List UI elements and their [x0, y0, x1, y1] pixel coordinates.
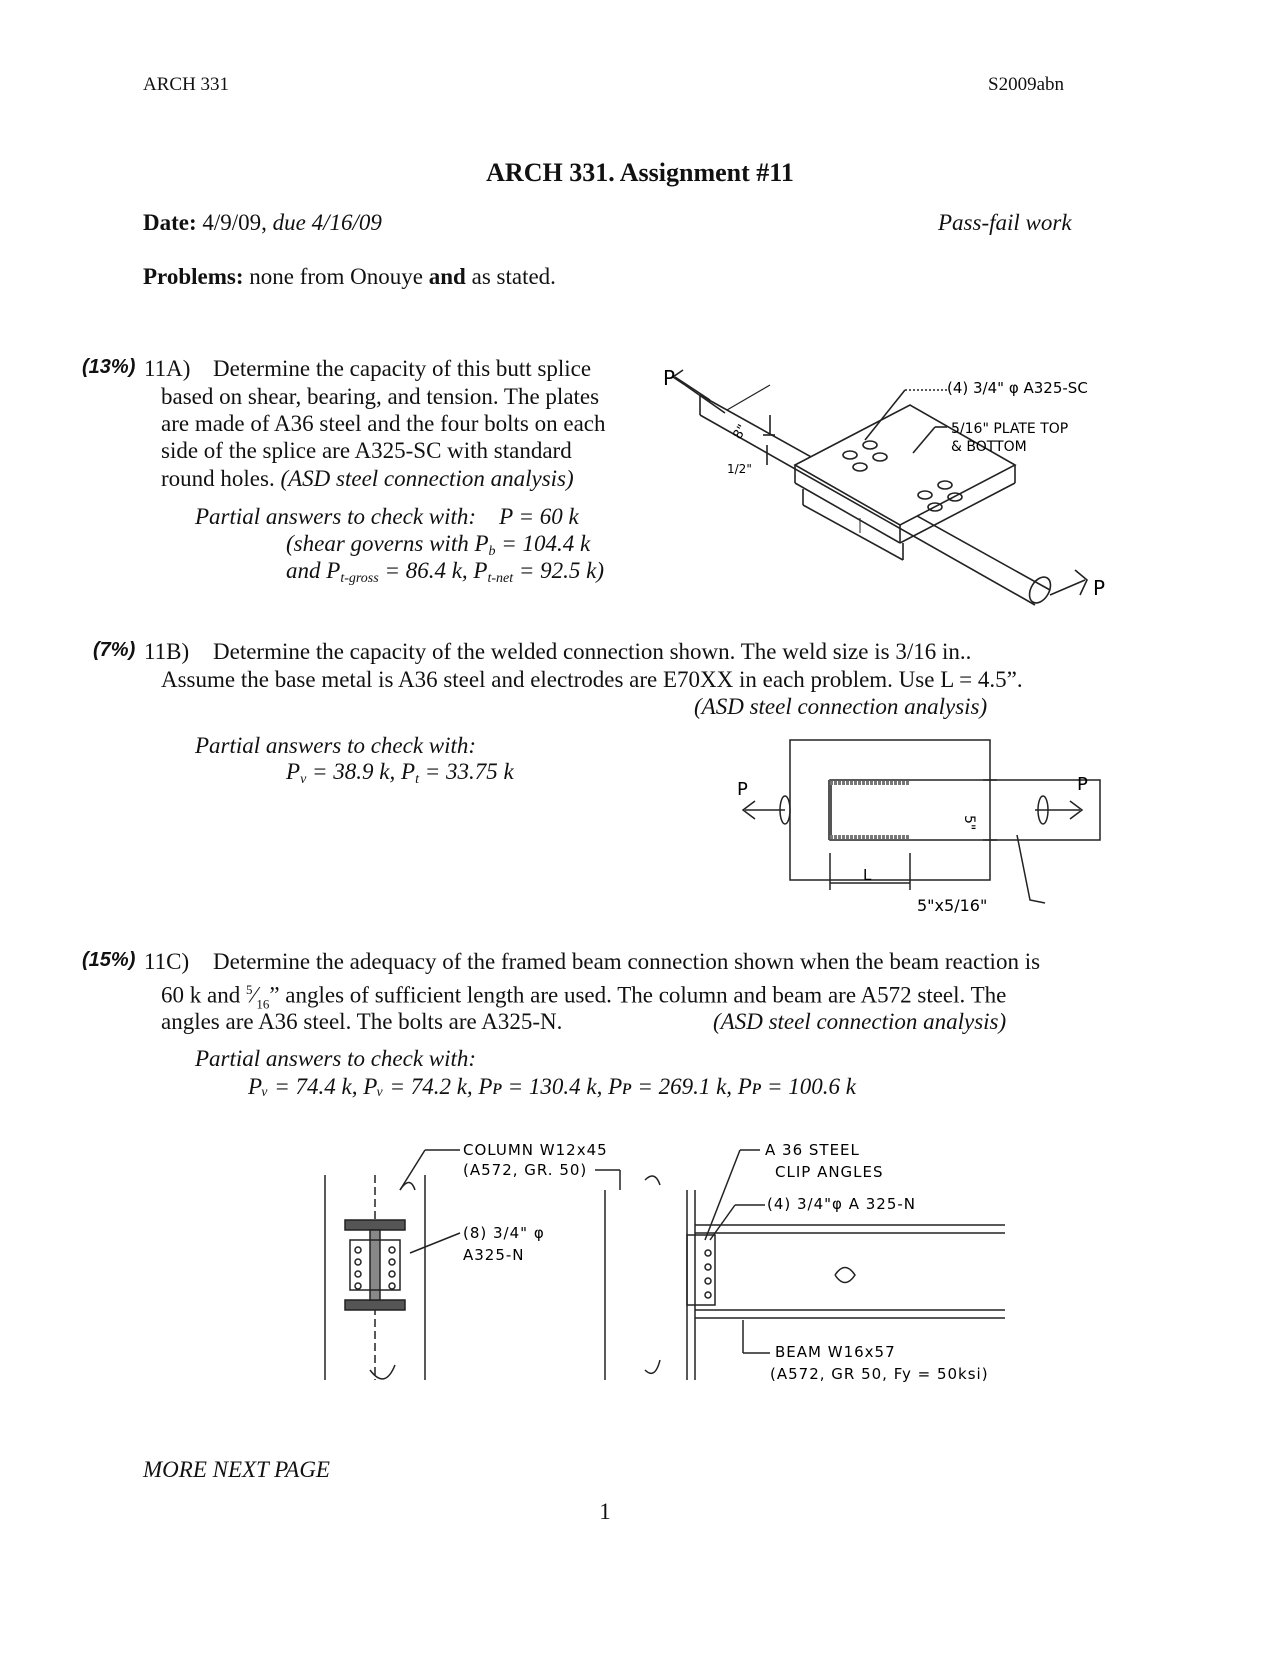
answers-11a-line2-sub: b	[488, 544, 496, 559]
problem-11c-line-2a: 60 k and	[161, 982, 241, 1008]
weight-11c: (15%)	[82, 949, 136, 971]
term-header: S2009abn	[988, 74, 1064, 95]
more-next-page: MORE NEXT PAGE	[143, 1457, 330, 1482]
answers-11a-line2-post: = 104.4 k	[495, 531, 591, 556]
fig-11c-beam-2: (A572, GR 50, Fy = 50ksi)	[770, 1365, 989, 1383]
problem-11b-id: 11B)	[144, 639, 190, 664]
fig-11b-p-right: P	[1077, 774, 1088, 795]
problem-11a-line-4: side of the splice are A325-SC with stan…	[161, 438, 572, 463]
problem-11c-line-3: angles are A36 steel. The bolts are A325…	[161, 1009, 563, 1034]
answers-11b-line: Pv = 38.9 k, Pt = 33.75 k	[286, 757, 514, 795]
fig-11c-angles-1: A 36 STEEL	[765, 1141, 860, 1159]
framed-beam-figure: COLUMN W12x45 (A572, GR. 50) (8) 3/4" φ …	[324, 1141, 1005, 1383]
fig-11c-column-2: (A572, GR. 50)	[463, 1161, 587, 1179]
problems-text-b: as stated.	[471, 264, 556, 289]
answers-11b-pv-val: = 38.9 k, P	[306, 759, 416, 784]
fig-11c-bolts8-2: A325-N	[463, 1246, 525, 1264]
frac-numerator: 5	[245, 982, 253, 997]
answers-11a-line-2: (shear governs with Pb = 104.4 k	[286, 529, 590, 567]
fig-11a-bolts-label: (4) 3/4" φ A325-SC	[947, 379, 1088, 397]
answers-11a-line3-post: = 92.5 k)	[513, 558, 605, 583]
fig-11a-plate-label-1: 5/16" PLATE TOP	[951, 421, 1068, 437]
problem-11c-method: (ASD steel connection analysis)	[713, 1009, 1007, 1034]
fig-11a-half: 1/2"	[727, 462, 752, 476]
fig-11c-bolts4: (4) 3/4"φ A 325-N	[767, 1195, 916, 1213]
answers-11b-intro: Partial answers to check with:	[195, 733, 477, 758]
problem-11a-line-1: Determine the capacity of this butt spli…	[213, 356, 592, 381]
problems-label: Problems:	[143, 264, 244, 289]
answers-11a-line3-sub2: t-net	[487, 571, 514, 586]
answers-11b-pt-sub: t	[415, 772, 419, 787]
due-date: due 4/16/09	[272, 210, 382, 235]
bar-bottom-edge	[699, 414, 1036, 606]
answers-11b-pv-sub: v	[300, 772, 307, 787]
page-number: 1	[599, 1499, 611, 1524]
weight-11a: (13%)	[82, 356, 136, 378]
problem-11a-line-2: based on shear, bearing, and tension. Th…	[161, 384, 600, 409]
grading-note: Pass-fail work	[938, 210, 1072, 235]
fig-11b-p-left: P	[737, 779, 748, 800]
fig-11c-angles-2: CLIP ANGLES	[775, 1163, 884, 1181]
problem-11a-method: (ASD steel connection analysis)	[280, 466, 574, 491]
answers-11a-line3-pre: and P	[286, 558, 341, 583]
problem-11c-line-2: 60 k and 5⁄16” angles of sufficient leng…	[161, 982, 1007, 1012]
answers-11a-line2-pre: (shear governs with P	[286, 531, 489, 556]
weight-11b: (7%)	[93, 639, 136, 661]
fig-11a-plate-label-2: & BOTTOM	[951, 439, 1027, 455]
fig-11b-5in: 5"	[961, 815, 977, 830]
butt-splice-figure: P P 8" 1/2" (4) 3/4" φ A325-SC 5/16" PLA…	[663, 366, 1105, 606]
problem-11b-line-1: Determine the capacity of the welded con…	[213, 639, 972, 664]
problems-and: and	[428, 264, 466, 289]
answers-11a-p: P = 60 k	[499, 504, 579, 529]
date-value: 4/9/09,	[202, 210, 267, 235]
problems-line: Problems: none from Onouye and as stated…	[143, 262, 556, 292]
problem-11c-line-2b: ” angles of sufficient length are used. …	[269, 982, 1007, 1008]
problem-11b-line-2: Assume the base metal is A36 steel and e…	[161, 667, 1023, 692]
problem-11a-id: 11A)	[144, 356, 191, 381]
problem-11b-method: (ASD steel connection analysis)	[694, 694, 988, 719]
fig-11b-L: L	[863, 866, 872, 884]
fig-11c-beam-1: BEAM W16x57	[775, 1343, 896, 1361]
answers-11a-line-3: and Pt-gross = 86.4 k, Pt-net = 92.5 k)	[286, 556, 604, 594]
frac-denominator: 16	[256, 996, 270, 1012]
answers-11a-line3-sub1: t-gross	[340, 571, 379, 586]
answers-11b-pv: P	[286, 759, 301, 784]
answers-11c-line: Pᵥ = 74.4 k, Pᵥ = 74.2 k, Pᴘ = 130.4 k, …	[248, 1074, 856, 1099]
problem-11c-line-1: Determine the adequacy of the framed bea…	[213, 949, 1041, 974]
problem-11a-line-5-text: round holes.	[161, 466, 275, 491]
problem-11c-id: 11C)	[144, 949, 190, 974]
date-line: Date: 4/9/09, due 4/16/09	[143, 208, 382, 238]
answers-11a-line3-mid: = 86.4 k, P	[378, 558, 488, 583]
welded-connection-figure: P P 5" L 5"x5/16"	[737, 739, 1101, 915]
fig-11a-p-left: P	[663, 366, 675, 390]
answers-11a-intro: Partial answers to check with:	[195, 504, 477, 529]
page-title: ARCH 331. Assignment #11	[486, 158, 794, 187]
fig-11a-8in: 8"	[730, 422, 750, 442]
answers-11a-line-1: Partial answers to check with: P = 60 k	[195, 502, 579, 532]
course-header: ARCH 331	[143, 74, 230, 95]
fig-11b-plate: 5"x5/16"	[917, 896, 987, 915]
fig-11c-column-1: COLUMN W12x45	[463, 1141, 608, 1159]
problem-11a-line-3: are made of A36 steel and the four bolts…	[161, 411, 606, 436]
answers-11b-pt-val: = 33.75 k	[418, 759, 514, 784]
problems-text-a: none from Onouye	[249, 264, 424, 289]
answers-11c-intro: Partial answers to check with:	[195, 1046, 477, 1071]
date-label: Date:	[143, 210, 197, 235]
problem-11a-line-5: round holes. (ASD steel connection analy…	[161, 464, 574, 494]
fig-11c-bolts8-1: (8) 3/4" φ	[463, 1224, 545, 1242]
fig-11a-p-right: P	[1093, 576, 1105, 600]
